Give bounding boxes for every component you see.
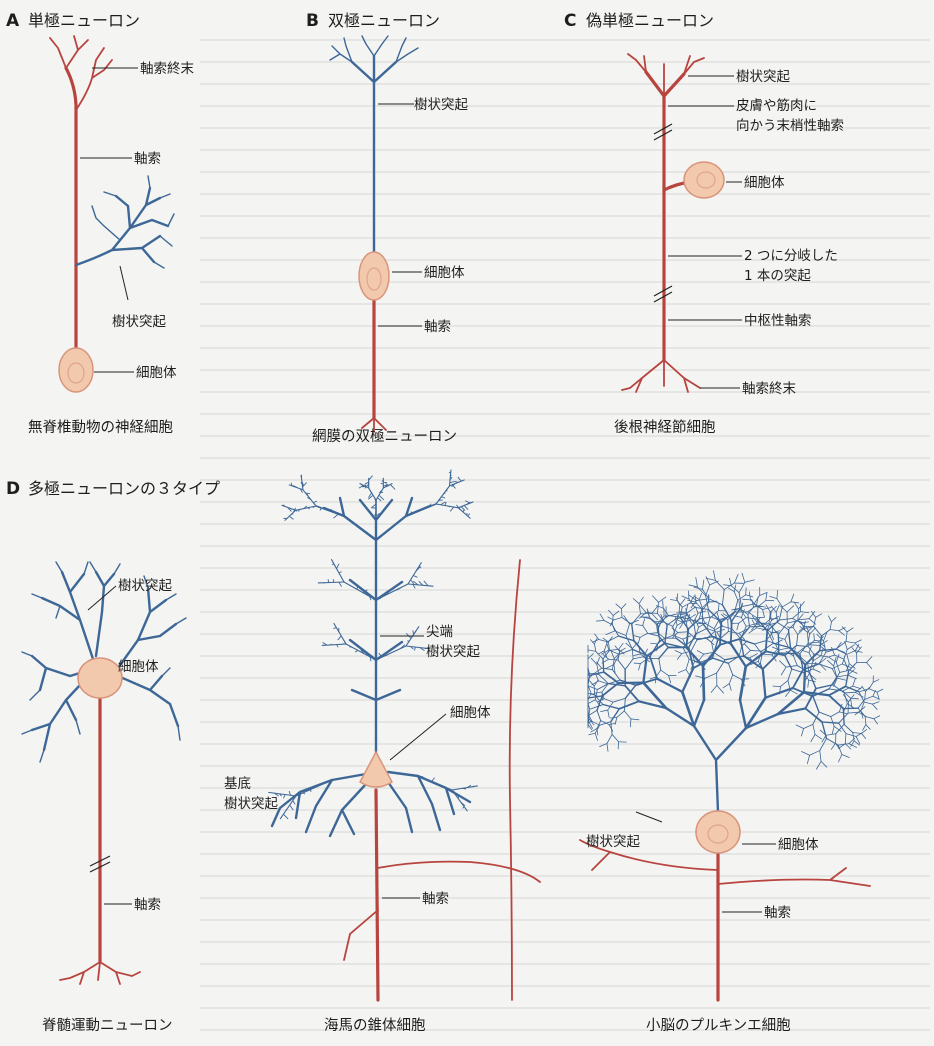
d-pyramidal-passing-axon bbox=[510, 560, 520, 1000]
b-cell-body bbox=[359, 252, 389, 300]
panel-d-multipolar: D 多極ニューロンの３タイプ 樹状突起 細胞体 軸索 脊髄運動ニューロン bbox=[6, 470, 883, 1034]
d-purkinje-cell-body bbox=[696, 811, 740, 853]
c-axon-terminals bbox=[622, 360, 700, 392]
panel-b-bipolar: B 双極ニューロン 樹状突起 細胞体 軸索 網膜の双極ニューロン bbox=[306, 11, 468, 445]
c-label-central-axon: 中枢性軸索 bbox=[744, 313, 812, 329]
c-cell-body bbox=[684, 162, 724, 198]
c-label-axon-terminal: 軸索終末 bbox=[742, 381, 796, 397]
section-c-title: 偽単極ニューロン bbox=[586, 11, 714, 30]
c-label-peripheral-1: 皮膚や筋肉に bbox=[736, 97, 817, 114]
a-axon-terminals bbox=[50, 36, 88, 68]
d-pyramidal-label-axon: 軸索 bbox=[422, 891, 449, 907]
d-motor-label-dendrites: 樹状突起 bbox=[118, 578, 172, 594]
d-motor-cell-body bbox=[78, 658, 122, 698]
c-label-peripheral-2: 向かう末梢性軸索 bbox=[736, 118, 844, 134]
c-label-branched-1: 2 つに分岐した bbox=[744, 248, 838, 264]
d-pyramidal-cell: 尖端 樹状突起 細胞体 基底 樹状突起 軸索 海馬の錐体細胞 bbox=[224, 470, 540, 1034]
d-pyramidal-caption: 海馬の錐体細胞 bbox=[324, 1017, 426, 1034]
d-purkinje-label-cell-body: 細胞体 bbox=[778, 837, 819, 853]
c-label-cell-body: 細胞体 bbox=[744, 175, 785, 191]
a-cell-body bbox=[59, 348, 93, 392]
c-caption: 後根神経節細胞 bbox=[614, 418, 716, 436]
section-d-title: 多極ニューロンの３タイプ bbox=[28, 479, 220, 498]
a-label-axon-terminal: 軸索終末 bbox=[140, 61, 194, 77]
a-label-dendrites: 樹状突起 bbox=[112, 314, 166, 330]
d-purkinje-label-dendrites: 樹状突起 bbox=[586, 834, 640, 850]
d-purkinje-caption: 小脳のプルキンエ細胞 bbox=[646, 1017, 791, 1034]
section-b-letter: B bbox=[306, 11, 319, 31]
d-purkinje-label-axon: 軸索 bbox=[764, 905, 791, 921]
section-d-letter: D bbox=[6, 479, 20, 499]
a-label-cell-body: 細胞体 bbox=[136, 365, 177, 381]
panel-a-unipolar: A 単極ニューロン 軸索終末 軸索 樹状突起 細胞体 無脊椎動物の神経細胞 bbox=[6, 11, 194, 436]
d-pyramidal-label-cell-body: 細胞体 bbox=[450, 705, 491, 721]
section-b-title: 双極ニューロン bbox=[328, 11, 440, 30]
d-pyramidal-label-basal-2: 樹状突起 bbox=[224, 796, 278, 812]
section-a-letter: A bbox=[6, 11, 20, 31]
a-label-axon: 軸索 bbox=[134, 151, 161, 167]
d-purkinje-main-dendrites bbox=[666, 700, 778, 812]
d-pyramidal-axon bbox=[376, 790, 378, 1000]
panel-c-pseudounipolar: C 偽単極ニューロン 樹状突起 皮膚や筋肉に 向かう末梢性軸索 細胞体 2 つに… bbox=[564, 11, 844, 436]
background-text-lines bbox=[200, 40, 930, 1030]
d-pyramidal-label-apical-1: 尖端 bbox=[426, 624, 453, 640]
b-dendrite-trunk bbox=[352, 56, 396, 258]
d-motor-neuron: 樹状突起 細胞体 軸索 脊髄運動ニューロン bbox=[22, 562, 186, 1034]
section-c-letter: C bbox=[564, 11, 576, 31]
section-a-title: 単極ニューロン bbox=[28, 11, 140, 30]
b-label-axon: 軸索 bbox=[424, 319, 451, 335]
a-axon bbox=[66, 68, 76, 368]
c-label-dendrites: 樹状突起 bbox=[736, 69, 790, 85]
d-motor-axon-terminals bbox=[60, 962, 140, 984]
d-motor-label-axon: 軸索 bbox=[134, 897, 161, 913]
d-pyramidal-label-apical-2: 樹状突起 bbox=[426, 644, 480, 660]
b-label-cell-body: 細胞体 bbox=[424, 265, 465, 281]
d-pyramidal-apical bbox=[324, 498, 430, 752]
d-motor-label-cell-body: 細胞体 bbox=[118, 659, 159, 675]
d-pyramidal-cell-body bbox=[360, 752, 392, 787]
a-caption: 無脊椎動物の神経細胞 bbox=[28, 419, 173, 436]
a-axon-branch bbox=[76, 48, 112, 110]
d-motor-caption: 脊髄運動ニューロン bbox=[42, 1017, 173, 1034]
d-pyramidal-label-basal-1: 基底 bbox=[224, 775, 251, 792]
b-caption: 網膜の双極ニューロン bbox=[312, 428, 457, 445]
b-label-dendrites: 樹状突起 bbox=[414, 97, 468, 113]
c-label-branched-2: 1 本の突起 bbox=[744, 268, 811, 284]
c-dendrite-tips bbox=[628, 54, 704, 96]
a-dendrites bbox=[76, 188, 168, 265]
